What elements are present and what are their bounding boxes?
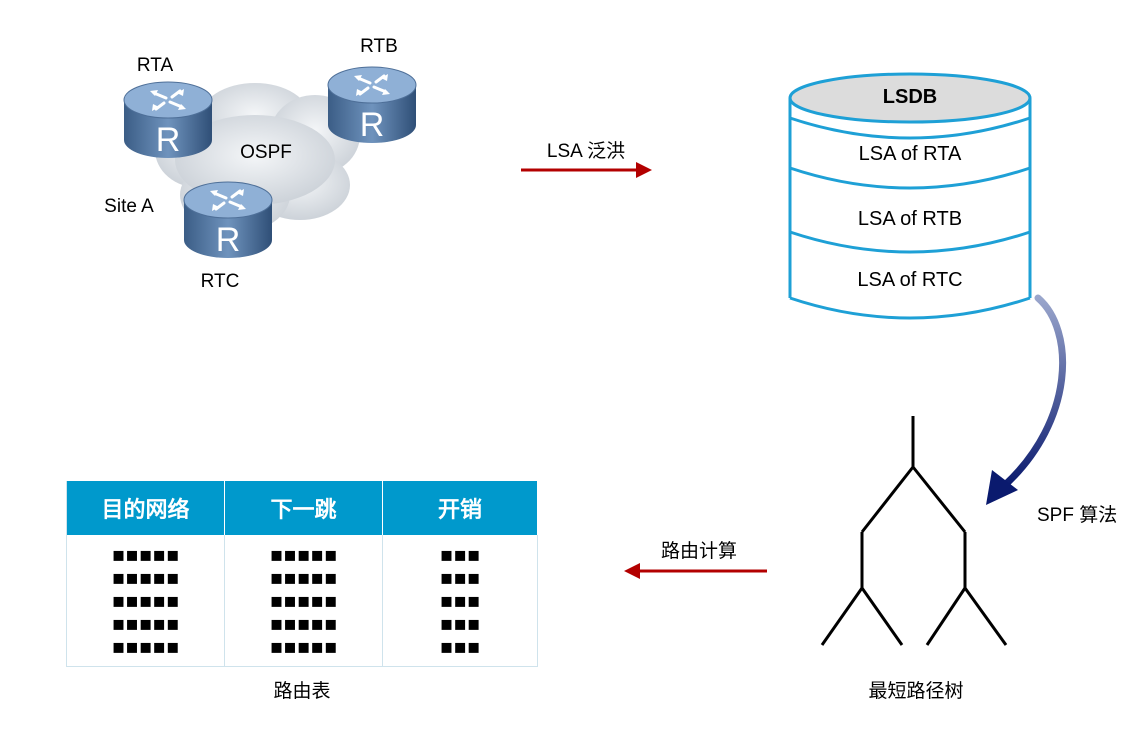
router-rta-icon: R	[122, 78, 214, 162]
router-rtb-icon: R	[326, 63, 418, 147]
lsdb-row-rtc: LSA of RTC	[857, 269, 963, 291]
ospf-cloud	[155, 83, 360, 233]
table-cell: ▪▪▪▪▪	[66, 612, 225, 635]
table-cell: ▪▪▪	[382, 566, 538, 589]
table-cell: ▪▪▪	[382, 535, 538, 566]
table-row: ▪▪▪▪▪ ▪▪▪▪▪ ▪▪▪	[66, 535, 538, 566]
table-cell: ▪▪▪	[382, 589, 538, 612]
spf-label: SPF 算法	[1037, 505, 1118, 526]
router-rtb-label: RTB	[360, 36, 398, 57]
router-glyph: R	[216, 221, 241, 259]
table-cell: ▪▪▪▪▪	[224, 535, 383, 566]
routing-table: 目的网络 下一跳 开销 ▪▪▪▪▪ ▪▪▪▪▪ ▪▪▪ ▪▪▪▪▪ ▪▪▪▪▪ …	[66, 481, 538, 667]
routing-table-caption: 路由表	[273, 681, 331, 702]
ospf-label: OSPF	[240, 142, 292, 163]
router-rtc-icon: R	[182, 178, 274, 262]
lsdb-title: LSDB	[882, 86, 938, 108]
table-cell: ▪▪▪▪▪	[224, 566, 383, 589]
header-destination: 目的网络	[66, 481, 225, 535]
router-glyph: R	[156, 121, 181, 159]
lsdb-row-rta: LSA of RTA	[858, 143, 962, 165]
lsdb-cylinder	[788, 72, 1032, 320]
tree-label: 最短路径树	[868, 681, 964, 702]
table-cell: ▪▪▪	[382, 612, 538, 635]
header-cost: 开销	[382, 481, 538, 535]
table-row: ▪▪▪▪▪ ▪▪▪▪▪ ▪▪▪	[66, 612, 538, 635]
lsa-flood-arrow	[521, 162, 652, 178]
table-cell: ▪▪▪▪▪	[66, 635, 225, 667]
table-cell: ▪▪▪▪▪	[66, 589, 225, 612]
site-label: Site A	[104, 196, 154, 217]
table-row: ▪▪▪▪▪ ▪▪▪▪▪ ▪▪▪	[66, 566, 538, 589]
table-cell: ▪▪▪	[382, 635, 538, 667]
router-rta-label: RTA	[136, 55, 174, 76]
route-calc-arrow	[624, 563, 767, 579]
route-calc-label: 路由计算	[660, 541, 738, 562]
lsa-flood-label: LSA 泛洪	[546, 141, 626, 162]
table-cell: ▪▪▪▪▪	[224, 612, 383, 635]
spf-curve-arrow	[986, 294, 1067, 505]
shortest-path-tree	[820, 416, 1008, 646]
table-cell: ▪▪▪▪▪	[66, 566, 225, 589]
lsdb-row-rtb: LSA of RTB	[857, 208, 963, 230]
table-cell: ▪▪▪▪▪	[224, 635, 383, 667]
table-row: ▪▪▪▪▪ ▪▪▪▪▪ ▪▪▪	[66, 635, 538, 667]
router-rtc-label: RTC	[200, 271, 240, 292]
header-next-hop: 下一跳	[224, 481, 383, 535]
router-glyph: R	[360, 106, 385, 144]
table-cell: ▪▪▪▪▪	[224, 589, 383, 612]
table-cell: ▪▪▪▪▪	[66, 535, 225, 566]
table-row: ▪▪▪▪▪ ▪▪▪▪▪ ▪▪▪	[66, 589, 538, 612]
